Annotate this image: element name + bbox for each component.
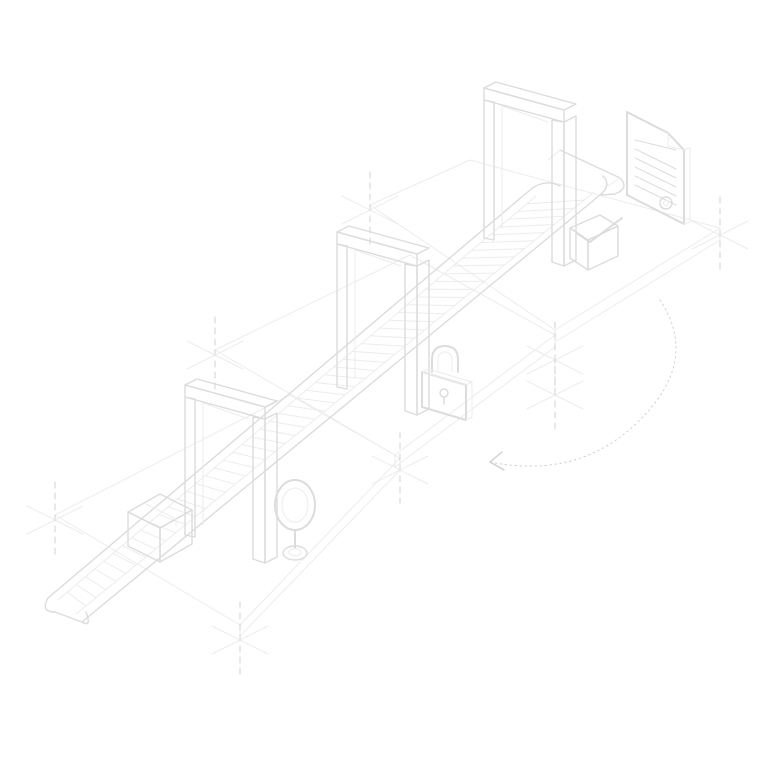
crosshair-marker-icon <box>341 171 399 249</box>
document-text-line <box>634 139 677 151</box>
conveyor-rail-right <box>81 175 608 623</box>
base-platforms <box>54 159 721 637</box>
conveyor-slat <box>296 397 336 404</box>
platform-lower <box>54 394 401 626</box>
conveyor-slat <box>416 296 465 298</box>
conveyor-slat <box>526 199 585 205</box>
certificate-document-icon <box>626 111 691 225</box>
gate-frame-icon <box>184 378 278 564</box>
gate-frames <box>184 81 577 564</box>
conveyor-slat <box>250 436 286 445</box>
conveyor-slat <box>397 312 446 315</box>
cycle-arrow-icon <box>489 299 677 471</box>
conveyor-slat <box>379 327 426 331</box>
conveyor-slat <box>121 545 147 558</box>
platform-upper-edge <box>554 227 721 343</box>
conveyor-slat <box>517 207 575 212</box>
document-text-lines <box>634 139 677 206</box>
conveyor-slat <box>177 498 206 509</box>
padlock-icon <box>421 345 473 421</box>
crosshair-marker-icon <box>26 481 84 559</box>
conveyor-slat <box>314 382 356 388</box>
conveyor-slat <box>443 272 495 275</box>
gate-frame-icon <box>483 81 577 267</box>
checkmark-box-icon <box>569 214 623 271</box>
document-text-line <box>634 157 677 179</box>
conveyor-slat <box>305 389 346 396</box>
conveyor-slat <box>103 560 127 574</box>
conveyor-slat <box>167 506 196 518</box>
conveyor-slats <box>66 199 585 607</box>
magnifying-glass-icon <box>274 479 316 561</box>
conveyor-slat <box>324 374 366 380</box>
conveyor-slat <box>462 256 515 259</box>
conveyor-slat <box>158 514 187 526</box>
platform-upper <box>369 159 721 331</box>
document-text-line <box>634 148 677 170</box>
conveyor-slat <box>471 248 525 251</box>
conveyor-slat <box>75 584 97 599</box>
conveyor-slat <box>406 304 455 307</box>
crosshair-marker-icon <box>211 601 269 679</box>
conveyor-slat <box>388 319 436 323</box>
conveyor-slat <box>498 224 555 228</box>
conveyor-end-roller <box>559 149 625 196</box>
conveyor-start-roller <box>44 597 89 625</box>
platform-middle <box>214 254 556 456</box>
conveyor-slat <box>131 537 157 550</box>
platform-middle-edge <box>394 334 556 468</box>
conveyor-slat <box>232 451 266 461</box>
document-text-line <box>634 175 677 197</box>
conveyor-slat <box>112 552 137 566</box>
conveyor-rail-left <box>47 182 561 599</box>
conveyor-slat <box>223 459 256 469</box>
crosshair-marker-icon <box>526 356 584 434</box>
conveyor-slat <box>213 467 246 477</box>
document-text-line <box>634 184 677 206</box>
conveyor-end-top <box>547 149 621 187</box>
conveyor-slat <box>333 366 376 371</box>
conveyor-slat <box>149 521 177 534</box>
conveyor-belt <box>44 149 625 625</box>
conveyor-slat <box>452 264 505 267</box>
document-text-line <box>634 166 677 188</box>
conveyor-slat <box>140 529 167 542</box>
conveyor-slat <box>370 335 416 339</box>
crosshair-marker-icon <box>691 196 749 274</box>
conveyor-slat <box>195 483 226 493</box>
conveyor-slat <box>278 413 316 420</box>
conveyor-slat <box>360 343 406 347</box>
conveyor-slat <box>507 215 565 220</box>
crosshair-markers <box>26 171 749 679</box>
conveyor-slat <box>241 444 276 453</box>
package-box-icon <box>127 493 193 563</box>
crosshair-marker-icon <box>371 431 429 509</box>
conveyor-slat <box>268 420 306 428</box>
conveyor-slat <box>287 405 326 412</box>
conveyor-slat <box>94 568 117 582</box>
conveyor-slat <box>259 428 296 436</box>
platform-lower-edge <box>239 457 401 637</box>
crosshair-marker-icon <box>186 316 244 394</box>
conveyor-slat <box>342 358 386 363</box>
conveyor-slat <box>204 475 236 485</box>
conveyor-slat <box>489 232 545 236</box>
conveyor-slat <box>186 490 216 501</box>
conveyor-slat <box>351 350 396 355</box>
conveyor-slat <box>480 240 535 244</box>
conveyor-slat <box>85 576 107 591</box>
conveyor-slat <box>66 591 87 607</box>
